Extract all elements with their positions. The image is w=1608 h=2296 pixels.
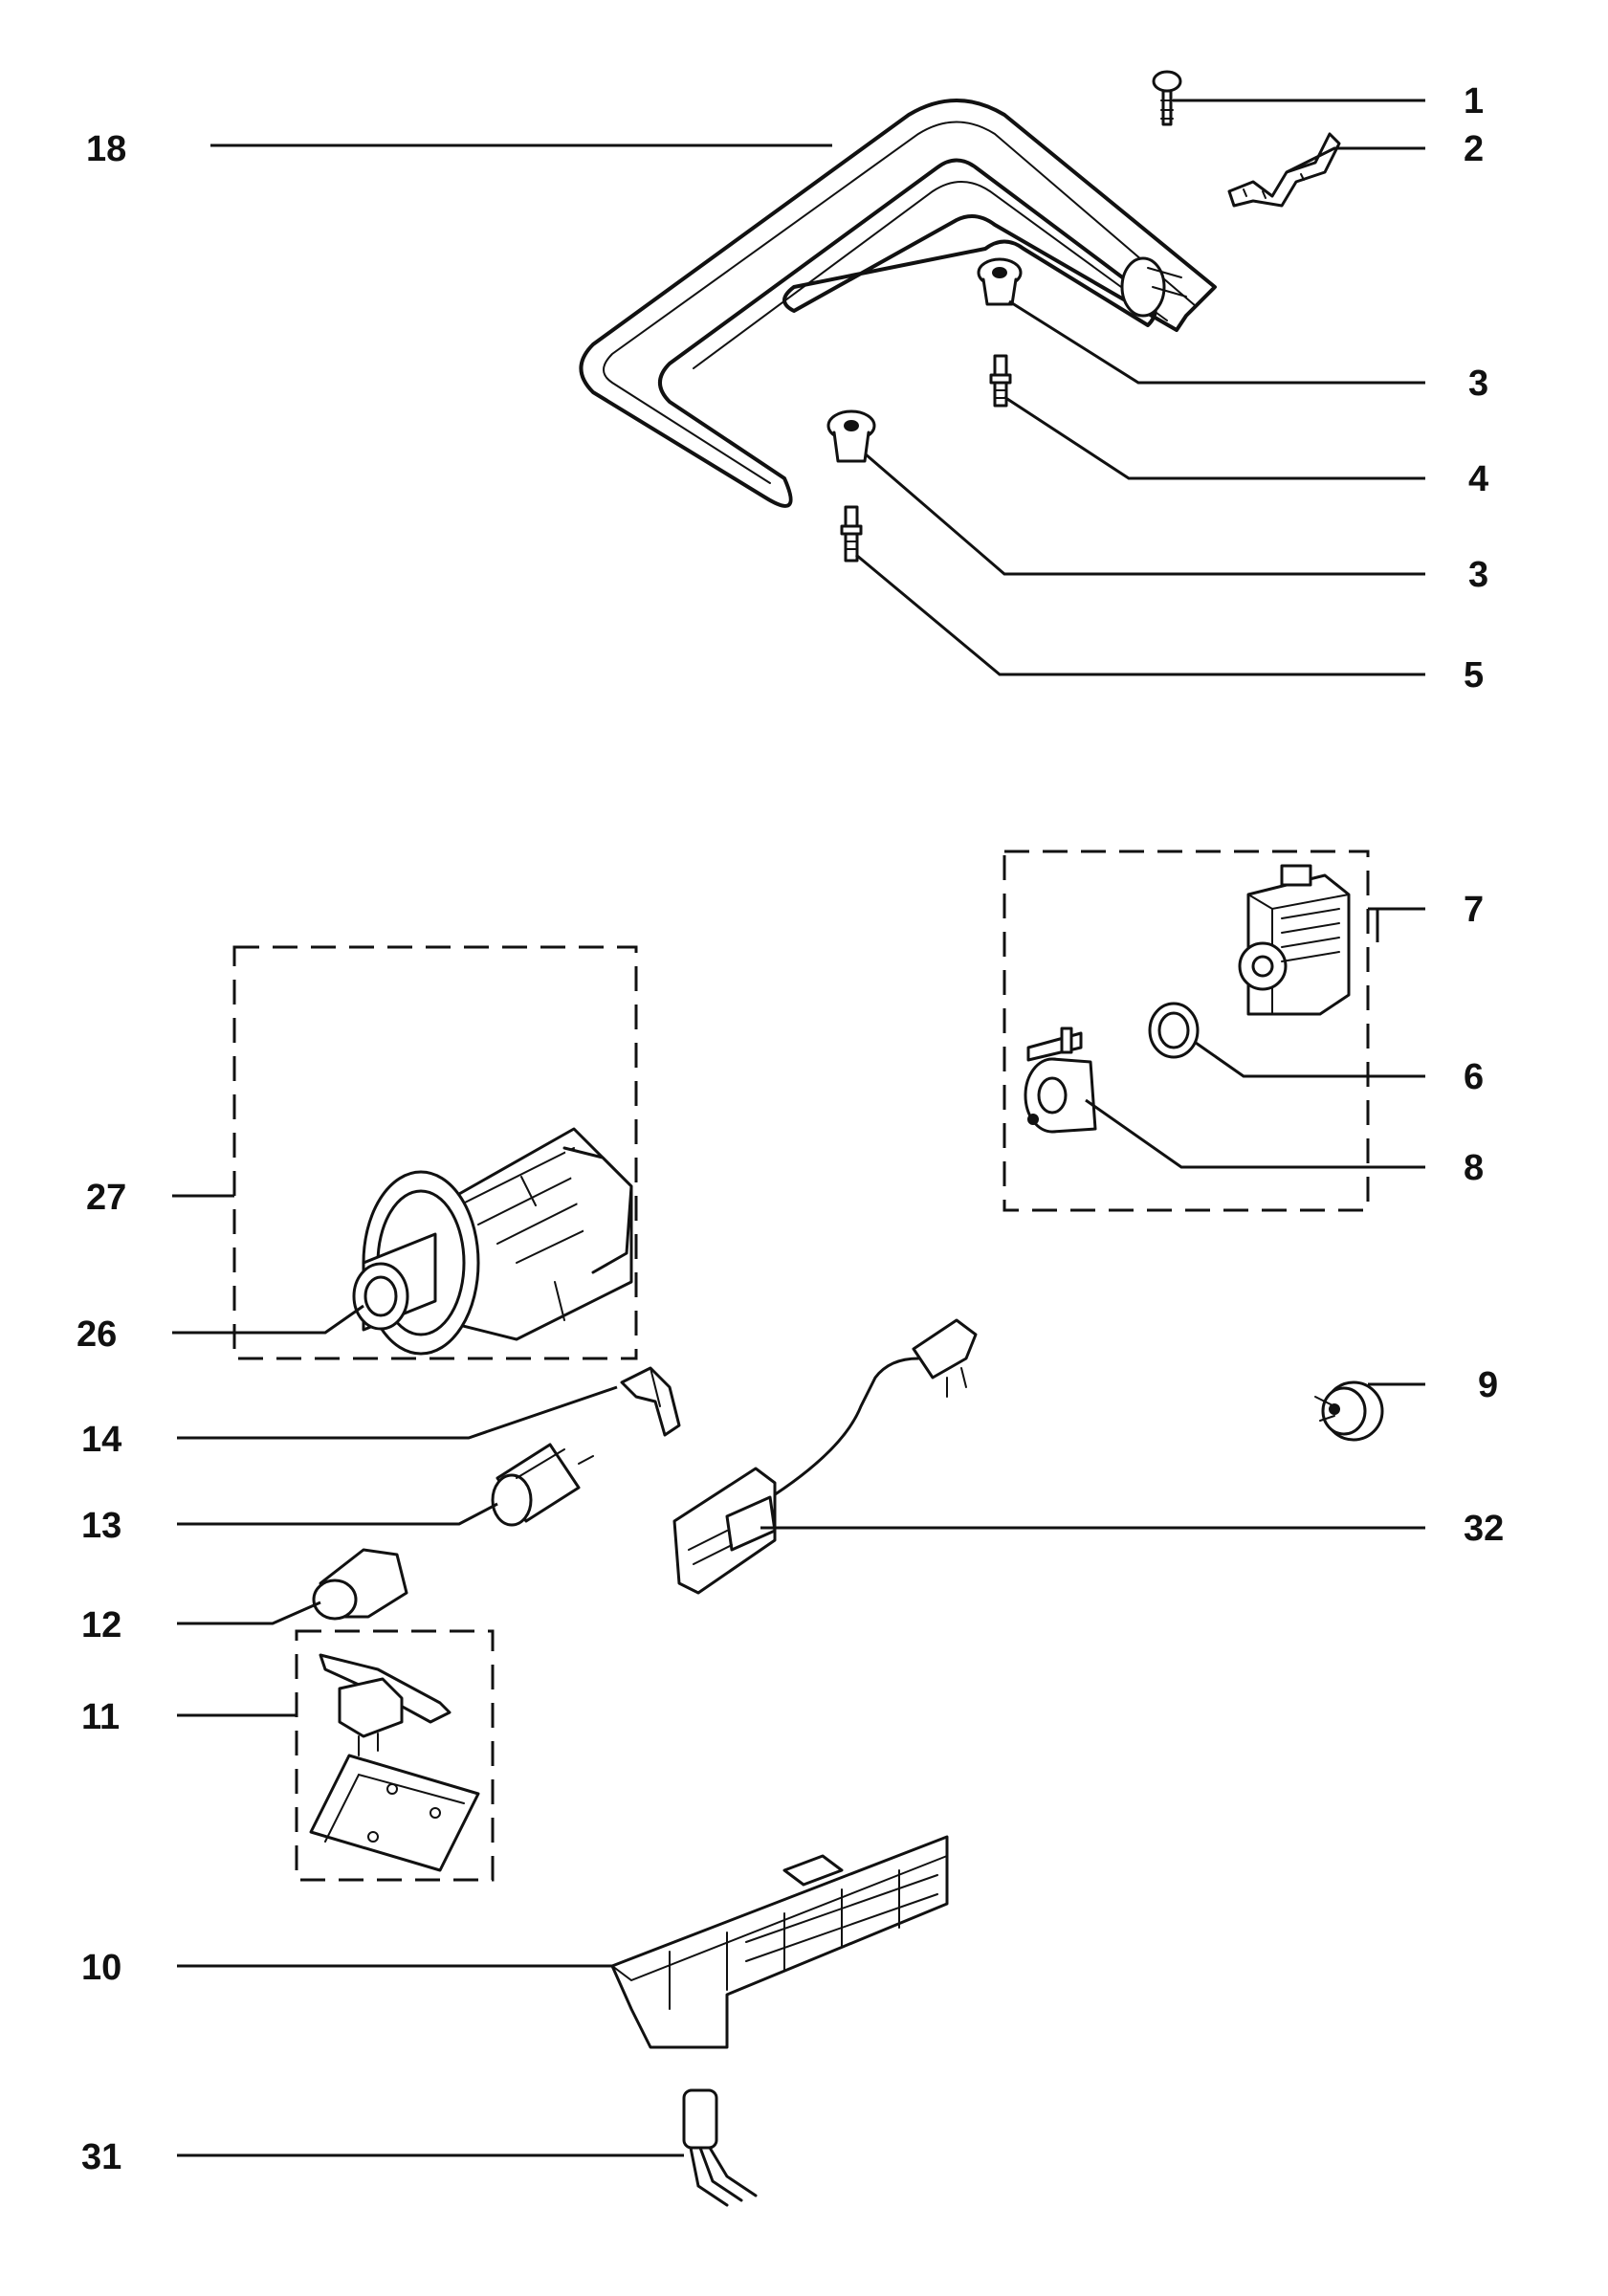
label-11: 11 — [81, 1697, 120, 1737]
label-1: 1 — [1464, 81, 1484, 121]
leader-line-14 — [177, 1385, 618, 1440]
leader-lines-pump — [172, 1194, 364, 1335]
label-14: 14 — [81, 1420, 121, 1460]
label-12: 12 — [81, 1605, 121, 1645]
label-13: 13 — [81, 1506, 121, 1546]
label-3-upper: 3 — [1468, 364, 1488, 404]
leader-lines-timer — [1085, 907, 1425, 1169]
thermostat-part — [1314, 1380, 1384, 1442]
label-7: 7 — [1464, 890, 1484, 930]
leader-lines-top — [210, 99, 1425, 676]
assembly-box-27 — [232, 945, 638, 1360]
leader-line-12 — [177, 1601, 321, 1625]
cap-part — [312, 1548, 408, 1621]
label-26: 26 — [77, 1314, 117, 1355]
stud-part-lower — [840, 505, 863, 563]
capacitor-part — [682, 2088, 758, 2207]
grommet-part-lower — [826, 409, 876, 463]
heating-element — [579, 99, 1217, 508]
label-4: 4 — [1468, 459, 1488, 499]
label-9: 9 — [1478, 1365, 1498, 1405]
solenoid-part — [491, 1443, 594, 1527]
assembly-box-7 — [1002, 850, 1370, 1212]
label-32: 32 — [1464, 1509, 1504, 1549]
timer-unit-part — [1238, 864, 1351, 1016]
label-18: 18 — [86, 129, 126, 169]
switch-assembly-part — [309, 1653, 480, 1872]
label-5: 5 — [1464, 655, 1484, 695]
terminal-block-part — [610, 1835, 949, 2049]
leader-line-13 — [177, 1502, 498, 1526]
label-6: 6 — [1464, 1057, 1484, 1097]
screw-part — [1152, 70, 1182, 126]
label-8: 8 — [1464, 1148, 1484, 1188]
part-labels: 1 2 18 3 4 3 5 7 6 8 27 26 9 14 13 32 12… — [77, 81, 1504, 2177]
label-3-lower: 3 — [1468, 555, 1488, 595]
label-31: 31 — [81, 2137, 121, 2177]
assembly-box-11 — [295, 1629, 495, 1882]
o-ring-part — [1148, 1002, 1200, 1059]
power-cord-part — [672, 1318, 978, 1595]
pump-motor-part — [352, 1127, 633, 1356]
clip-part — [620, 1366, 681, 1437]
label-27: 27 — [86, 1178, 126, 1218]
label-2: 2 — [1464, 129, 1484, 169]
bracket-part — [1227, 132, 1341, 208]
pressure-switch-part — [1024, 1027, 1097, 1134]
grommet-part-upper — [977, 257, 1023, 306]
label-10: 10 — [81, 1948, 121, 1988]
